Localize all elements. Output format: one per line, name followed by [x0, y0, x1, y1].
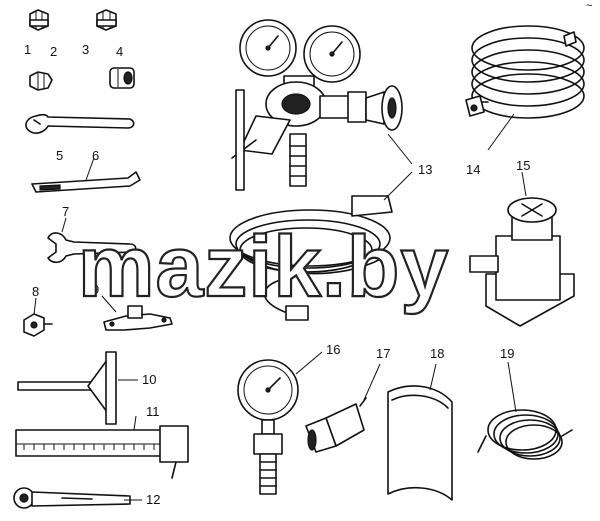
item-17-nozzle — [305, 397, 367, 453]
callout-15: 15 — [516, 158, 530, 173]
item-4-adapter — [109, 67, 135, 89]
item-15-jack — [469, 197, 575, 327]
corner-mark: ~ — [586, 0, 592, 12]
item-16-pressure-gauge — [237, 359, 299, 495]
item-7-wrench — [47, 232, 137, 264]
callout-16: 16 — [326, 342, 340, 357]
callout-8: 8 — [32, 284, 39, 299]
callout-11: 11 — [146, 404, 160, 419]
callout-6: 6 — [92, 148, 99, 163]
item-10-t-tool — [17, 351, 117, 425]
callout-7: 7 — [62, 204, 69, 219]
item-3-union-nut — [96, 9, 117, 31]
callout-3: 3 — [82, 42, 89, 57]
callout-12: 12 — [146, 492, 160, 507]
callout-10: 10 — [142, 372, 156, 387]
item-19-wire-coil — [477, 409, 573, 460]
item-12-tool — [13, 487, 131, 509]
item-1-union-nut — [29, 9, 49, 31]
item-9-puller-plate — [103, 305, 173, 331]
item-6-spatula — [31, 171, 141, 193]
item-8-nut — [23, 313, 53, 337]
item-13-regulator — [229, 19, 403, 321]
callout-2: 2 — [50, 44, 57, 59]
watermark: mazik.by — [78, 219, 449, 315]
callout-1: 1 — [24, 42, 31, 57]
callout-19: 19 — [500, 346, 514, 361]
callout-17: 17 — [376, 346, 390, 361]
item-18-half-shell — [387, 385, 453, 501]
callout-5: 5 — [56, 148, 63, 163]
callout-9: 9 — [92, 282, 99, 297]
item-11-caliper — [15, 425, 189, 479]
callout-14: 14 — [466, 162, 480, 177]
callout-18: 18 — [430, 346, 444, 361]
callout-13: 13 — [418, 162, 432, 177]
item-2-nipple — [29, 71, 53, 91]
item-14-coil — [465, 25, 585, 119]
callout-4: 4 — [116, 44, 123, 59]
item-5-hook-spanner — [25, 113, 135, 134]
